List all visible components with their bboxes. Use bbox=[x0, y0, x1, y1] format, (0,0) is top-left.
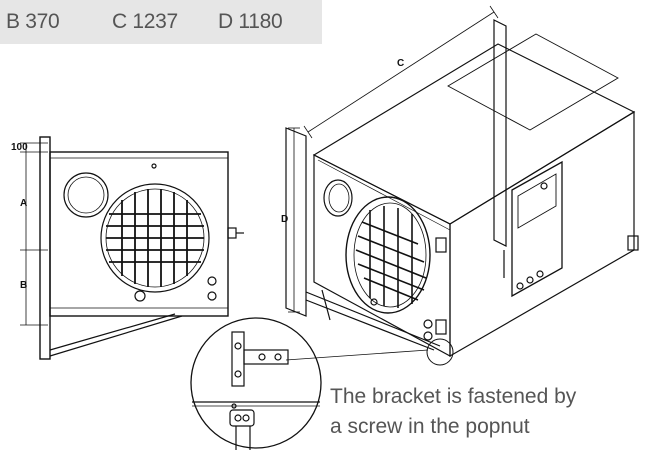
caption-line-2: a screw in the popnut bbox=[330, 415, 530, 438]
bracket-caption: The bracket is fastened by a screw in th… bbox=[330, 382, 648, 442]
bracket-detail bbox=[190, 317, 429, 450]
label-c: C bbox=[397, 58, 404, 69]
label-b: B bbox=[20, 280, 27, 291]
label-100: 100 bbox=[11, 142, 28, 153]
label-a: A bbox=[20, 198, 27, 209]
side-view bbox=[20, 136, 244, 360]
dimension-b: B 370 bbox=[6, 10, 60, 33]
caption-line-1: The bracket is fastened by bbox=[330, 385, 577, 408]
dimension-c: C 1237 bbox=[112, 10, 178, 33]
isometric-view bbox=[285, 5, 639, 366]
label-d: D bbox=[281, 214, 288, 225]
dimension-d: D 1180 bbox=[218, 10, 283, 33]
dimensions-bar: B 370 C 1237 D 1180 bbox=[0, 0, 322, 44]
